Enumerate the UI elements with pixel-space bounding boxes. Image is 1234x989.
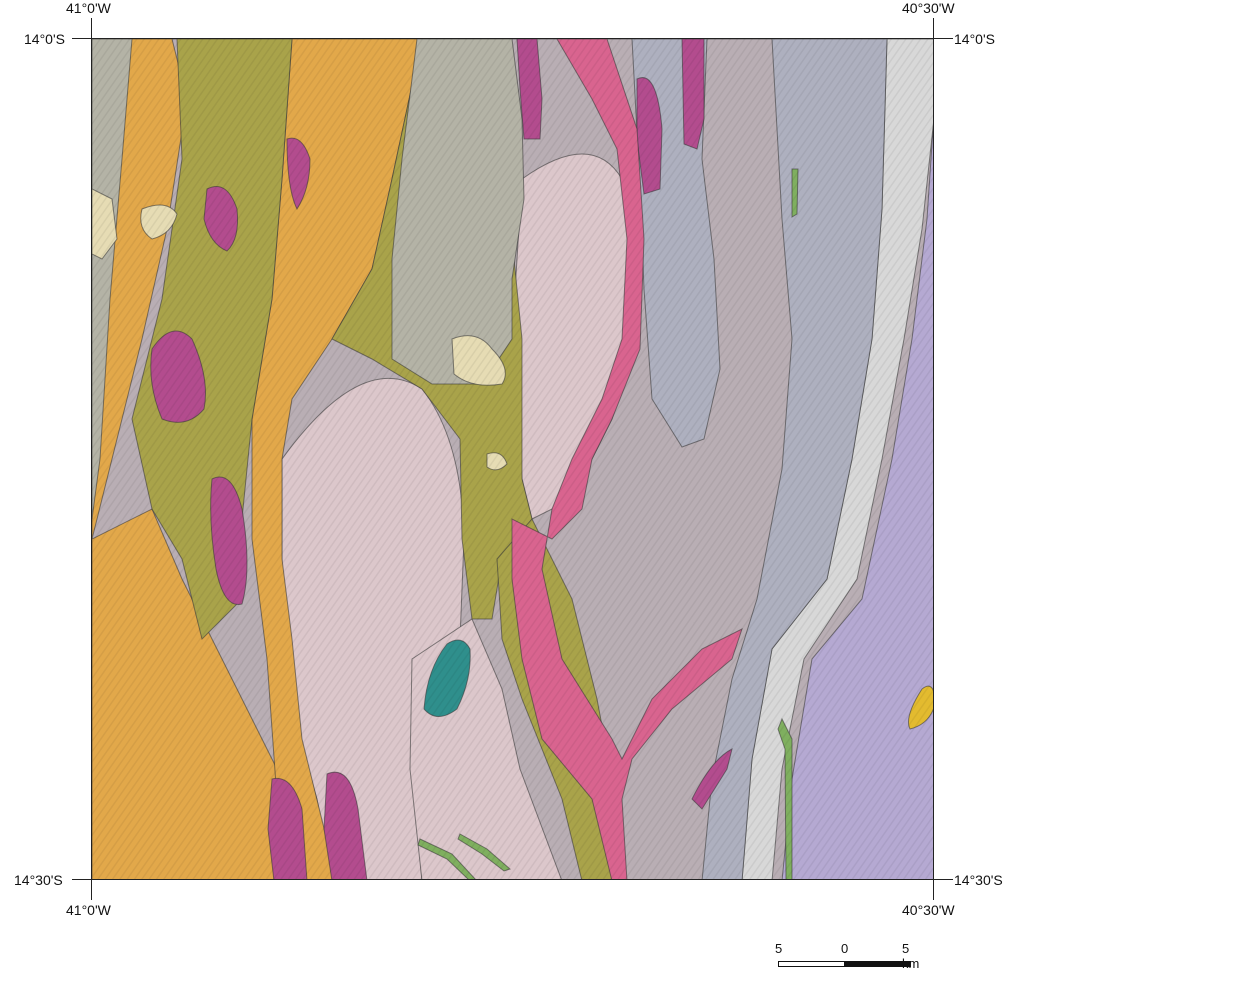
tick-top-left <box>91 18 92 38</box>
scale-label-center: 0 <box>841 941 849 956</box>
tick-top-right <box>933 18 934 38</box>
tick-bottom-left <box>91 880 92 900</box>
tick-bottom-right <box>933 880 934 900</box>
lat-label-top-right: 14°0'S <box>954 31 995 47</box>
scale-label-left: 5 <box>775 941 783 956</box>
lon-label-top-left: 41°0'W <box>66 0 111 16</box>
lon-label-bottom-left: 41°0'W <box>66 902 111 918</box>
geologic-map-canvas <box>92 39 933 879</box>
scale-bar: 5 0 5 km <box>775 941 919 971</box>
lat-label-bottom-right: 14°30'S <box>954 872 1003 888</box>
tick-right-bottom <box>934 879 953 880</box>
lat-label-top-left: 14°0'S <box>24 31 65 47</box>
lon-label-top-right: 40°30'W <box>902 0 955 16</box>
lat-label-bottom-left: 14°30'S <box>14 872 63 888</box>
tick-left-top <box>72 38 91 39</box>
tick-left-bottom <box>72 879 91 880</box>
scale-segment-right <box>844 961 911 967</box>
lon-label-bottom-right: 40°30'W <box>902 902 955 918</box>
scale-segment-left <box>778 961 845 967</box>
tick-right-top <box>934 38 953 39</box>
hillshade-texture <box>92 39 933 879</box>
geologic-map[interactable] <box>91 38 934 880</box>
